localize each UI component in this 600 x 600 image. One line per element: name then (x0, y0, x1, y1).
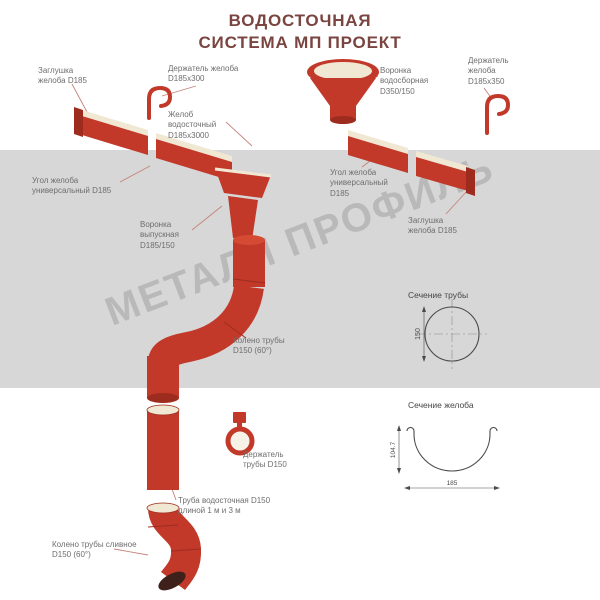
title-line-2: СИСТЕМА МП ПРОЕКТ (198, 33, 402, 53)
label-drain-elbow: Колено трубы сливное D150 (60°) (52, 540, 137, 560)
leader-line (113, 548, 149, 556)
gutter-holder-right-part (485, 93, 511, 135)
label-corner-right: Угол желоба универсальный D185 (330, 168, 388, 198)
left-gutter-run-part (74, 107, 148, 155)
label-pipe-holder: Держатель трубы D150 (243, 450, 287, 470)
label-gutter: Желоб водосточный D185х3000 (168, 110, 217, 140)
pipe-section-dimension: 150 (415, 328, 422, 340)
label-endcap-right: Заглушка желоба D185 (408, 216, 457, 236)
label-outlet-funnel: Воронка выпускная D185/150 (140, 220, 179, 250)
endcap-left-part (74, 107, 83, 137)
gutter-section-width-dimension: 185 (447, 480, 458, 487)
corner-right-part (348, 130, 408, 173)
downpipe-part (146, 404, 180, 490)
corner-left-part (156, 133, 232, 181)
leader-line (71, 83, 88, 113)
gutter-section-title: Сечение желоба (408, 400, 474, 410)
leader-line (225, 121, 253, 147)
gutter-holder-left-part (147, 85, 173, 120)
background-band (0, 150, 600, 388)
label-corner-left: Угол желоба универсальный D185 (32, 176, 112, 196)
pipe-upper-vertical-part (147, 356, 179, 403)
label-elbow: Колено трубы D150 (60°) (233, 336, 285, 356)
leader-line (191, 205, 223, 231)
upper-pipe-part (232, 235, 266, 287)
label-collect-funnel: Воронка водосборная D350/150 (380, 66, 429, 96)
label-downpipe: Труба водосточная D150 длиной 1 м и 3 м (178, 496, 271, 516)
leader-line (445, 190, 468, 215)
label-endcap-left: Заглушка желоба D185 (38, 66, 87, 86)
gutter-section-diagram: 104.7 185 (390, 425, 500, 490)
collect-funnel-part (307, 59, 379, 124)
endcap-right-part (466, 167, 475, 196)
right-gutter-run-part (416, 151, 475, 196)
pipe-section-title: Сечение трубы (408, 290, 469, 300)
title-line-1: ВОДОСТОЧНАЯ (228, 11, 372, 30)
elbow-part (148, 284, 264, 367)
drain-elbow-part (146, 502, 202, 591)
gutter-section-height-dimension: 104.7 (390, 441, 397, 458)
pipe-holder-part (225, 412, 255, 456)
outlet-funnel-part (214, 167, 272, 240)
label-gutter-holder-350: Держатель желоба D185х350 (468, 56, 509, 86)
page-title: ВОДОСТОЧНАЯ СИСТЕМА МП ПРОЕКТ (0, 10, 600, 54)
pipe-section-diagram: 150 (415, 299, 487, 369)
leader-line (119, 165, 151, 183)
label-gutter-holder-300: Держатель желоба D185х300 (168, 64, 239, 84)
